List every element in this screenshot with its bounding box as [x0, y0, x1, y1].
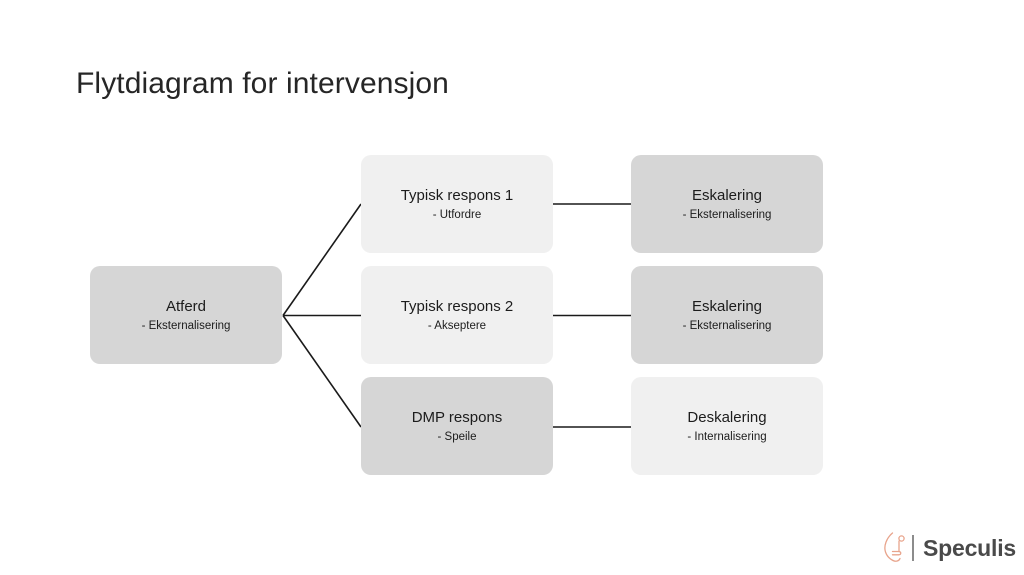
node-subtitle: - Internalisering: [687, 430, 767, 443]
node-dmp-respons[interactable]: DMP respons - Speile: [361, 377, 553, 475]
logo-divider: [912, 535, 914, 561]
node-title: Atferd: [165, 297, 207, 315]
node-title: DMP respons: [411, 408, 503, 426]
node-eskalering-2[interactable]: Eskalering - Eksternalisering: [631, 266, 823, 364]
face-profile-icon: [884, 532, 905, 562]
node-title: Typisk respons 2: [400, 297, 514, 315]
node-typisk-respons-2[interactable]: Typisk respons 2 - Akseptere: [361, 266, 553, 364]
node-title: Typisk respons 1: [400, 186, 514, 204]
node-title: Eskalering: [691, 186, 763, 204]
node-eskalering-1[interactable]: Eskalering - Eksternalisering: [631, 155, 823, 253]
page-title: Flytdiagram for intervensjon: [76, 67, 449, 100]
node-subtitle: - Eksternalisering: [682, 208, 772, 221]
node-typisk-respons-1[interactable]: Typisk respons 1 - Utfordre: [361, 155, 553, 253]
node-title: Deskalering: [687, 408, 767, 426]
node-subtitle: - Eksternalisering: [682, 319, 772, 332]
node-atferd[interactable]: Atferd - Eksternalisering: [90, 266, 282, 364]
node-title: Eskalering: [691, 297, 763, 315]
logo-wordmark: Speculis: [923, 534, 1016, 561]
node-subtitle: - Utfordre: [432, 208, 482, 221]
edge-atferd-respons1: [282, 203, 362, 316]
brand-logo: Speculis: [880, 528, 1016, 568]
node-subtitle: - Eksternalisering: [141, 319, 231, 332]
node-deskalering[interactable]: Deskalering - Internalisering: [631, 377, 823, 475]
edge-atferd-dmp: [282, 315, 362, 428]
node-subtitle: - Akseptere: [427, 319, 487, 332]
node-subtitle: - Speile: [437, 430, 477, 443]
